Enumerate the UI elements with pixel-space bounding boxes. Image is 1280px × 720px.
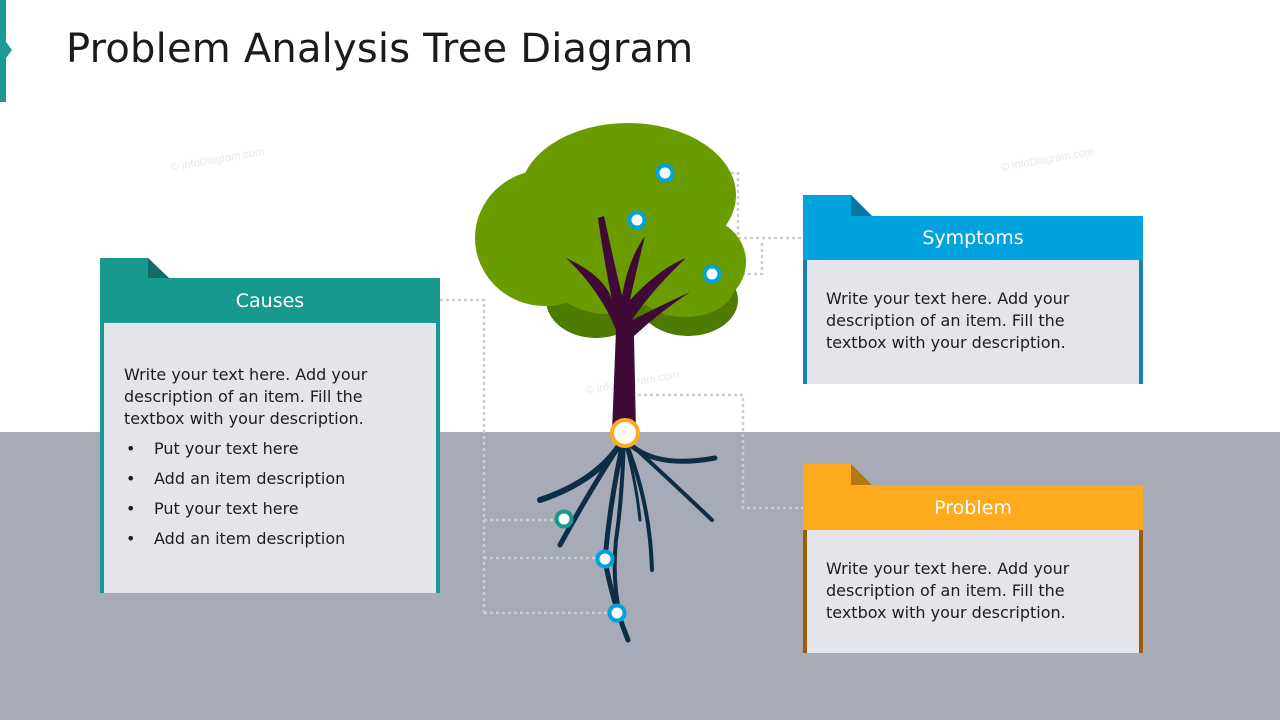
- problem-body: Write your text here. Add your descripti…: [803, 530, 1143, 653]
- symptoms-body: Write your text here. Add your descripti…: [803, 260, 1143, 384]
- folder-tab-icon: [100, 258, 170, 279]
- problem-description: Write your text here. Add your descripti…: [826, 559, 1070, 622]
- tree-trunk: [566, 216, 690, 432]
- accent-notch: [6, 42, 12, 58]
- connector-dot-icon: [554, 163, 722, 623]
- list-item: Put your text here: [124, 438, 416, 468]
- causes-header: Causes: [100, 278, 440, 323]
- causes-body: Write your text here. Add your descripti…: [100, 323, 440, 593]
- list-item: Add an item description: [124, 528, 416, 558]
- accent-bar: [0, 0, 6, 102]
- folder-tab-icon: [803, 464, 873, 486]
- tree-roots: [537, 435, 718, 643]
- folder-tab-icon: [803, 195, 873, 217]
- page-title: Problem Analysis Tree Diagram: [66, 26, 694, 72]
- causes-description: Write your text here. Add your descripti…: [124, 365, 368, 428]
- list-item: Put your text here: [124, 498, 416, 528]
- list-item: Add an item description: [124, 468, 416, 498]
- symptoms-description: Write your text here. Add your descripti…: [826, 289, 1070, 352]
- problem-header: Problem: [803, 485, 1143, 530]
- symptoms-header: Symptoms: [803, 216, 1143, 260]
- causes-bullet-list: Put your text here Add an item descripti…: [124, 438, 416, 558]
